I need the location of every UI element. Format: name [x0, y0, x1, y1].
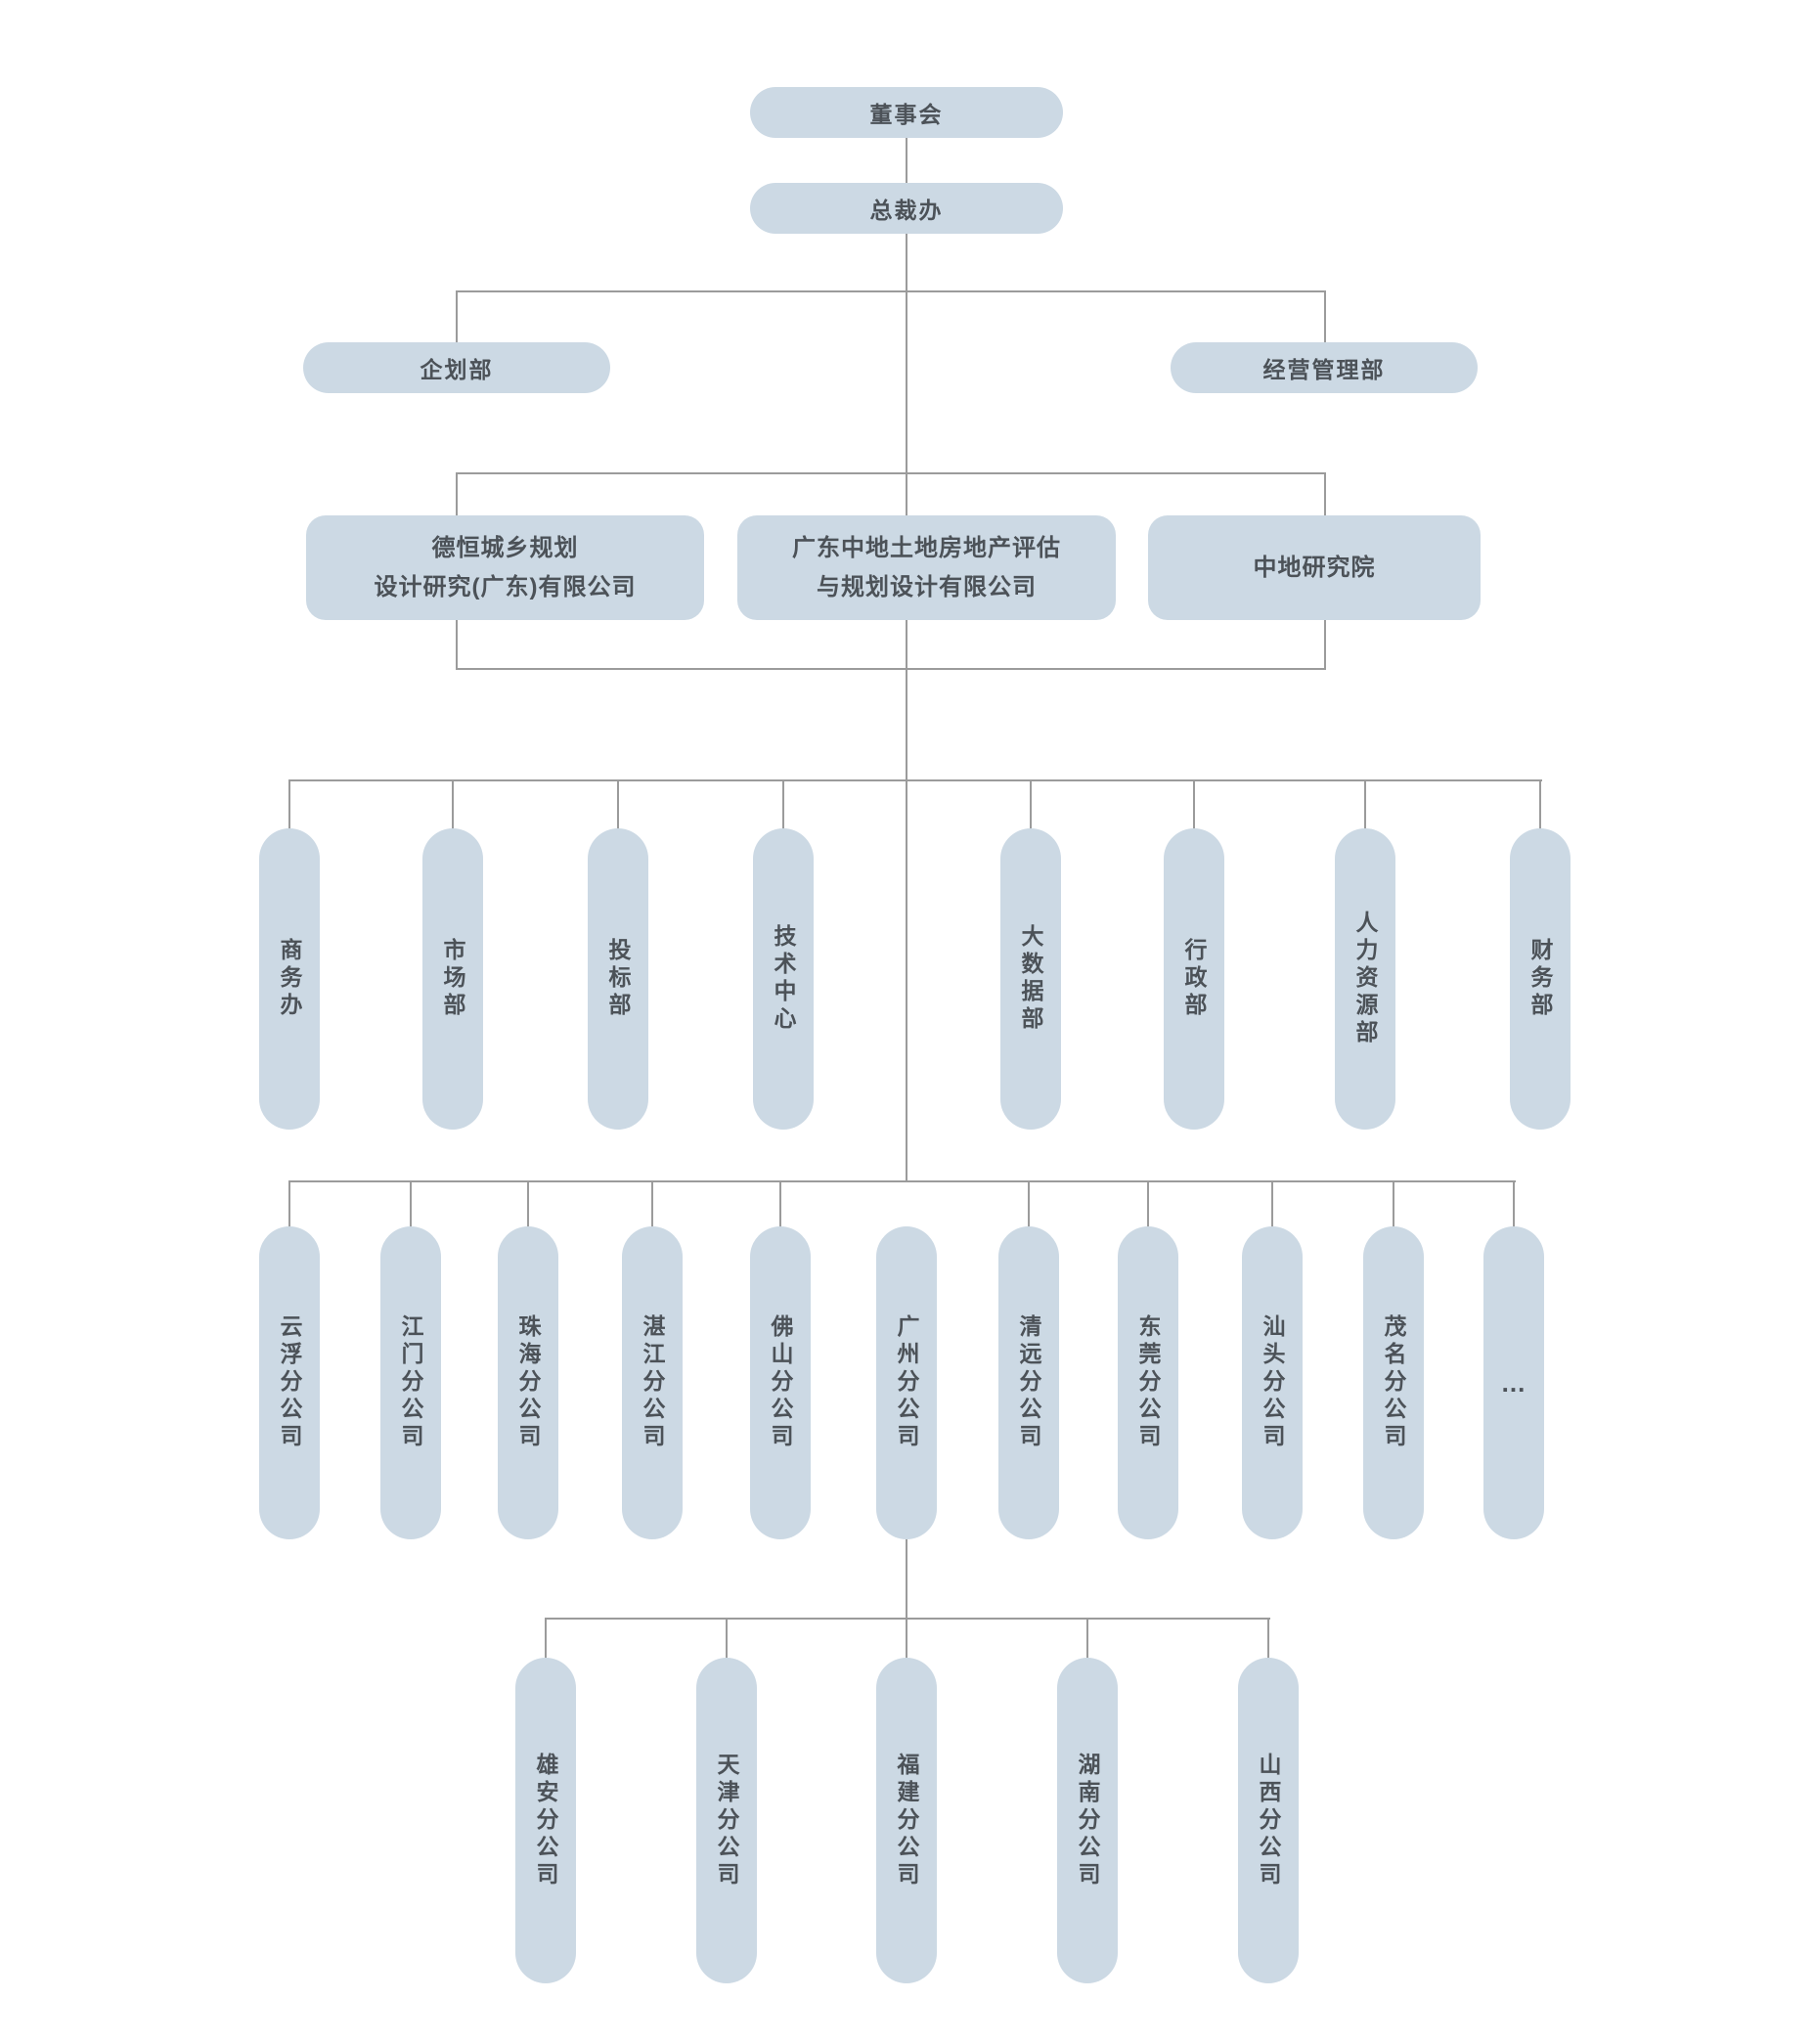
- connector-line: [456, 668, 1326, 670]
- node-subbranch-hunan: 湖南分公司: [1057, 1658, 1118, 1983]
- connector-line: [1324, 472, 1326, 517]
- node-research-institute: 中地研究院: [1148, 515, 1481, 620]
- connector-line: [452, 779, 454, 830]
- connector-line: [726, 1618, 728, 1660]
- connector-line: [782, 779, 784, 830]
- node-dept-big-data: 大数据部: [1000, 828, 1061, 1130]
- node-dept-bidding: 投标部: [588, 828, 648, 1130]
- connector-line: [906, 234, 907, 474]
- node-branch-qingyuan: 清远分公司: [998, 1226, 1059, 1539]
- connector-line: [288, 779, 290, 830]
- connector-line: [1393, 1180, 1394, 1228]
- node-branch-zhuhai: 珠海分公司: [498, 1226, 558, 1539]
- node-planning-dept: 企划部: [303, 342, 610, 393]
- node-subbranch-xiongan: 雄安分公司: [515, 1658, 576, 1983]
- connector-line: [906, 620, 907, 781]
- node-subbranch-fujian: 福建分公司: [876, 1658, 937, 1983]
- connector-line: [456, 472, 1326, 474]
- node-dept-finance: 财务部: [1510, 828, 1571, 1130]
- connector-line: [288, 1180, 290, 1228]
- connector-line: [1324, 620, 1326, 670]
- node-dept-human-resources: 人力资源部: [1335, 828, 1395, 1130]
- connector-line: [906, 1618, 907, 1660]
- node-company-zhongdi: 广东中地土地房地产评估 与规划设计有限公司: [737, 515, 1116, 620]
- connector-line: [456, 290, 458, 344]
- node-dept-administration: 行政部: [1164, 828, 1224, 1130]
- connector-line: [906, 472, 907, 517]
- node-branch-shantou: 汕头分公司: [1242, 1226, 1303, 1539]
- node-branch-guangzhou: 广州分公司: [876, 1226, 937, 1539]
- node-branch-dongguan: 东莞分公司: [1118, 1226, 1178, 1539]
- node-dept-marketing: 市场部: [422, 828, 483, 1130]
- node-branch-yunfu: 云浮分公司: [259, 1226, 320, 1539]
- connector-line: [545, 1618, 1270, 1620]
- connector-line: [456, 620, 458, 670]
- node-line: 中地研究院: [1253, 554, 1376, 581]
- node-subbranch-shanxi: 山西分公司: [1238, 1658, 1299, 1983]
- connector-line: [1147, 1180, 1149, 1228]
- node-branch-zhanjiang: 湛江分公司: [622, 1226, 683, 1539]
- connector-line: [1513, 1180, 1515, 1228]
- connector-line: [906, 138, 907, 184]
- node-line: 德恒城乡规划: [431, 534, 579, 561]
- connector-line: [906, 779, 907, 1182]
- connector-line: [410, 1180, 412, 1228]
- node-company-deheng: 德恒城乡规划 设计研究(广东)有限公司: [306, 515, 704, 620]
- connector-line: [1364, 779, 1366, 830]
- connector-line: [1193, 779, 1195, 830]
- node-branch-maoming: 茂名分公司: [1363, 1226, 1424, 1539]
- connector-line: [1086, 1618, 1088, 1660]
- connector-line: [1271, 1180, 1273, 1228]
- node-board: 董事会: [750, 87, 1063, 138]
- connector-line: [1324, 290, 1326, 344]
- node-line: 广东中地土地房地产评估: [792, 534, 1061, 561]
- connector-line: [545, 1618, 547, 1660]
- node-line: 与规划设计有限公司: [817, 573, 1037, 600]
- node-dept-business-office: 商务办: [259, 828, 320, 1130]
- node-president-office: 总裁办: [750, 183, 1063, 234]
- connector-line: [617, 779, 619, 830]
- connector-line: [288, 1180, 1516, 1182]
- connector-line: [1267, 1618, 1269, 1660]
- node-line: 设计研究(广东)有限公司: [374, 573, 637, 600]
- connector-line: [288, 779, 1542, 781]
- connector-line: [456, 472, 458, 517]
- connector-line: [456, 290, 1326, 292]
- node-dept-technology-center: 技术中心: [753, 828, 814, 1130]
- node-branch-more: ...: [1483, 1226, 1544, 1539]
- node-branch-foshan: 佛山分公司: [750, 1226, 811, 1539]
- connector-line: [527, 1180, 529, 1228]
- node-operations-dept: 经营管理部: [1171, 342, 1478, 393]
- connector-line: [1028, 1180, 1030, 1228]
- connector-line: [1030, 779, 1032, 830]
- connector-line: [779, 1180, 781, 1228]
- node-branch-jiangmen: 江门分公司: [380, 1226, 441, 1539]
- connector-line: [906, 1539, 907, 1620]
- connector-line: [1539, 779, 1541, 830]
- connector-line: [651, 1180, 653, 1228]
- node-subbranch-tianjin: 天津分公司: [696, 1658, 757, 1983]
